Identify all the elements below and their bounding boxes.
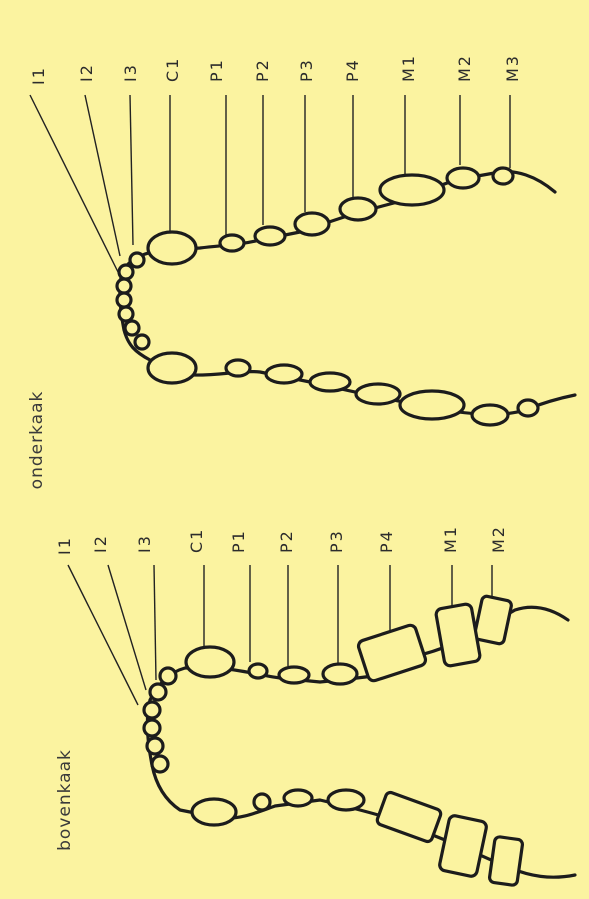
upper-tooth-p1-left <box>254 794 270 810</box>
lower-tooth-p4-left <box>356 384 400 404</box>
upper-tooth-p4-left <box>376 791 442 843</box>
lower-tooth-m1-left <box>400 391 464 419</box>
upper-label-i3: I3 <box>135 534 154 553</box>
upper-label-p4: P4 <box>377 529 396 553</box>
lower-tooth-m1 <box>380 175 444 205</box>
lower-jaw-group: onderkaak I1 I2 I3 C1 P1 P2 P3 P4 M1 M2 … <box>27 54 575 489</box>
upper-tooth-p2-left <box>284 790 312 806</box>
upper-leader-i2 <box>108 565 146 690</box>
upper-label-p3: P3 <box>327 529 346 553</box>
lower-label-c1: C1 <box>163 57 182 82</box>
upper-jaw-group: bovenkaak I1 I2 I3 C1 P1 P2 P3 P4 M1 M2 <box>55 525 575 886</box>
lower-tooth-m2-left <box>472 405 508 425</box>
upper-tooth-p3 <box>323 664 357 684</box>
upper-tooth-i2-left <box>147 738 163 754</box>
lower-jaw-title: onderkaak <box>27 391 47 490</box>
upper-leader-i1 <box>68 565 138 705</box>
upper-label-i1: I1 <box>55 536 74 555</box>
upper-tooth-c1-left <box>192 799 236 825</box>
lower-label-i1: I1 <box>29 66 48 85</box>
lower-tooth-p2-left <box>266 365 302 383</box>
lower-leader-i2 <box>85 95 120 256</box>
lower-tooth-p3-left <box>310 373 350 391</box>
lower-label-i3: I3 <box>121 63 140 82</box>
upper-label-m1: M1 <box>441 525 460 553</box>
upper-jaw-teeth <box>144 595 523 885</box>
lower-tooth-i2-left <box>119 307 133 321</box>
upper-tooth-p2 <box>279 667 309 683</box>
lower-tooth-m3 <box>493 168 513 184</box>
upper-label-i2: I2 <box>91 534 110 553</box>
upper-label-c1: C1 <box>187 528 206 553</box>
upper-jaw-title: bovenkaak <box>55 749 75 851</box>
upper-label-p2: P2 <box>277 529 296 553</box>
lower-tooth-m3-left <box>518 400 538 416</box>
lower-label-m1: M1 <box>399 54 418 82</box>
lower-tooth-i1-left <box>117 293 131 307</box>
lower-label-p3: P3 <box>297 58 316 82</box>
lower-tooth-m2 <box>447 168 479 188</box>
lower-tooth-i3 <box>130 253 144 267</box>
lower-tooth-c1-left <box>148 353 196 383</box>
upper-tooth-p1 <box>249 664 267 678</box>
lower-label-i2: I2 <box>77 63 96 82</box>
upper-tooth-p3-left <box>328 790 364 810</box>
lower-label-p1: P1 <box>207 58 226 82</box>
lower-tooth-p4 <box>340 198 376 220</box>
upper-jaw-leader-lines <box>68 565 492 705</box>
upper-tooth-p4 <box>357 624 427 682</box>
lower-label-p2: P2 <box>253 58 272 82</box>
upper-tooth-i3-left <box>152 756 168 772</box>
lower-label-p4: P4 <box>343 58 362 82</box>
lower-tooth-i2 <box>119 265 133 279</box>
upper-tooth-i1 <box>144 702 160 718</box>
upper-tooth-m2 <box>474 595 512 644</box>
lower-tooth-i3-left <box>125 321 139 335</box>
lower-tooth-c1 <box>148 232 196 264</box>
lower-tooth-p2 <box>255 227 285 245</box>
upper-tooth-i3 <box>160 668 176 684</box>
upper-tooth-c1 <box>186 647 234 677</box>
lower-label-m2: M2 <box>455 54 474 82</box>
upper-tooth-i1-left <box>144 720 160 736</box>
lower-label-m3: M3 <box>503 54 522 82</box>
upper-tooth-m2-left <box>489 836 523 885</box>
lower-leader-i3 <box>130 95 133 245</box>
lower-jaw-labels: I1 I2 I3 C1 P1 P2 P3 P4 M1 M2 M3 <box>29 54 522 85</box>
lower-tooth-p3 <box>295 213 329 235</box>
upper-jaw-labels: I1 I2 I3 C1 P1 P2 P3 P4 M1 M2 <box>55 525 508 555</box>
lower-tooth-p1 <box>220 235 244 251</box>
upper-tooth-m1-left <box>439 815 488 878</box>
upper-label-p1: P1 <box>229 529 248 553</box>
lower-tooth-extra-left <box>135 335 149 349</box>
lower-tooth-i1 <box>117 279 131 293</box>
lower-jaw-teeth <box>117 168 538 425</box>
lower-tooth-p1-left <box>226 360 250 376</box>
upper-tooth-i2 <box>150 684 166 700</box>
upper-leader-i3 <box>154 565 156 680</box>
upper-label-m2: M2 <box>489 525 508 553</box>
upper-tooth-m1 <box>435 603 481 666</box>
